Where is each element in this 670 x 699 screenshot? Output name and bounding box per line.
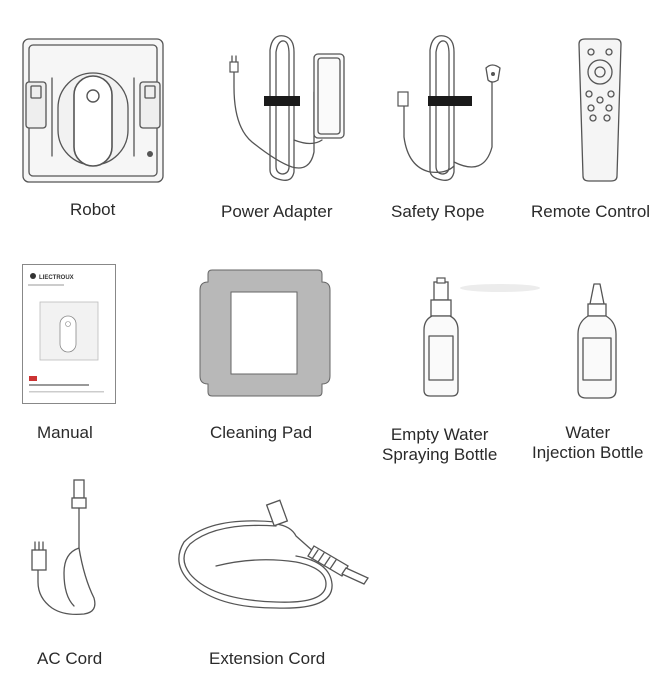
cleaning-pad-label: Cleaning Pad (210, 423, 313, 442)
safety-rope-illustration (397, 35, 501, 181)
manual-brand-text: LIECTROUX (39, 275, 74, 281)
manual-illustration: LIECTROUX (22, 264, 116, 404)
extension-cord-label: Extension Cord (209, 649, 326, 668)
ac-cord-illustration (31, 479, 96, 616)
remote-control-illustration (578, 38, 622, 182)
water-injection-bottle-illustration (577, 283, 617, 399)
power-adapter-illustration (229, 35, 345, 181)
empty-water-bottle-label: Empty Water Spraying Bottle (382, 425, 498, 464)
empty-water-bottle-illustration (423, 277, 540, 397)
power-adapter-label: Power Adapter (221, 202, 333, 221)
manual-label: Manual (37, 423, 93, 442)
ac-cord-label: AC Cord (37, 649, 103, 668)
safety-rope-label: Safety Rope (391, 202, 485, 221)
cleaning-pad-illustration (199, 269, 331, 397)
remote-control-label: Remote Control (531, 202, 651, 221)
extension-cord-illustration (178, 499, 369, 609)
robot-label: Robot (70, 200, 116, 219)
water-injection-bottle-label: Water Injection Bottle (532, 423, 644, 462)
robot-illustration (22, 38, 164, 183)
